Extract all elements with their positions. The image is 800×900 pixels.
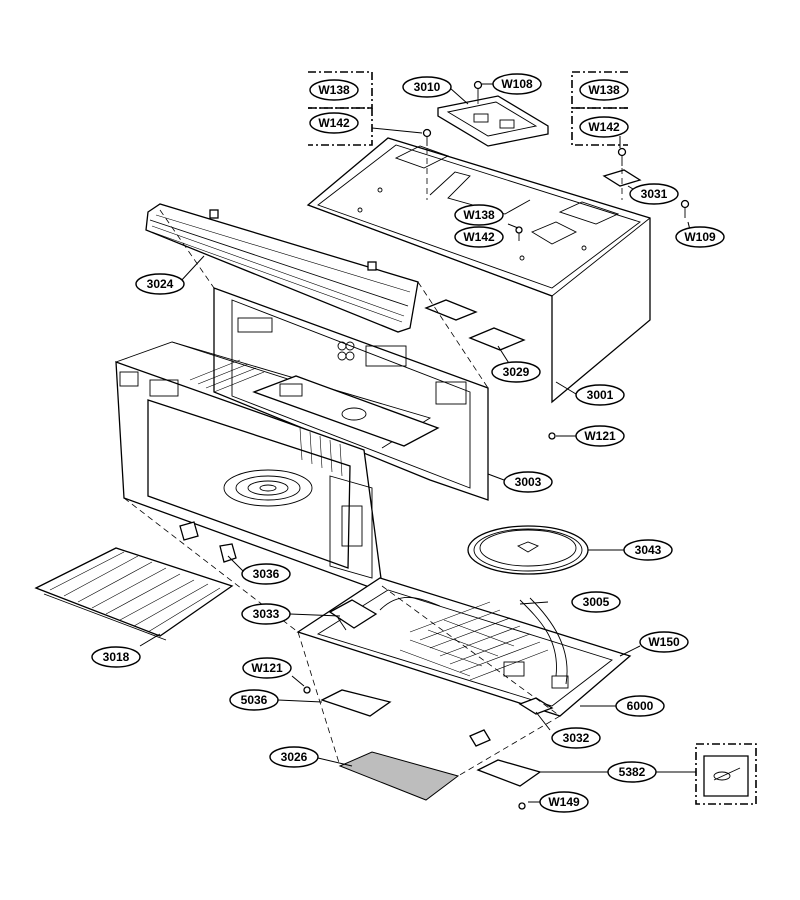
callout-w142-mid: W142 bbox=[454, 226, 504, 248]
front-frame bbox=[115, 341, 440, 589]
part-3043-turntable bbox=[467, 525, 589, 575]
callout-w142-left: W142 bbox=[309, 112, 359, 134]
svg-text:3029: 3029 bbox=[503, 365, 530, 379]
callout-3031: 3031 bbox=[629, 183, 679, 205]
svg-text:W149: W149 bbox=[548, 795, 580, 809]
svg-text:3005: 3005 bbox=[583, 595, 610, 609]
callout-3024: 3024 bbox=[135, 273, 185, 295]
screw-w121-bottom bbox=[303, 686, 311, 694]
svg-text:3026: 3026 bbox=[281, 750, 308, 764]
screw-w142-left bbox=[422, 128, 432, 146]
part-3032-bracket bbox=[518, 697, 554, 715]
callout-w109: W109 bbox=[675, 226, 725, 248]
callout-3033: 3033 bbox=[241, 603, 291, 625]
screw-w149 bbox=[518, 802, 526, 810]
part-6000-base bbox=[296, 577, 632, 717]
callout-3032: 3032 bbox=[551, 727, 601, 749]
svg-text:3003: 3003 bbox=[515, 475, 542, 489]
part-3018-rack bbox=[34, 547, 234, 641]
part-3029-brackets bbox=[424, 299, 526, 351]
svg-text:5036: 5036 bbox=[241, 693, 268, 707]
svg-text:5382: 5382 bbox=[619, 765, 646, 779]
part-3003-cavity bbox=[213, 287, 489, 501]
screw-w142-mid bbox=[515, 226, 523, 241]
svg-text:W138: W138 bbox=[463, 208, 495, 222]
svg-text:3031: 3031 bbox=[641, 187, 668, 201]
callout-3005: 3005 bbox=[571, 591, 621, 613]
svg-text:W138: W138 bbox=[318, 83, 350, 97]
svg-text:W121: W121 bbox=[584, 429, 616, 443]
reference-box-5382 bbox=[695, 743, 757, 805]
svg-text:W108: W108 bbox=[501, 77, 533, 91]
svg-text:3010: 3010 bbox=[414, 80, 441, 94]
part-5382-lamp-cover bbox=[469, 729, 542, 787]
svg-text:3043: 3043 bbox=[635, 543, 662, 557]
callout-5036: 5036 bbox=[229, 689, 279, 711]
part-3001-cabinet bbox=[306, 137, 651, 404]
reference-box-left bbox=[308, 71, 373, 146]
part-3036-latch bbox=[179, 521, 237, 563]
svg-text:W150: W150 bbox=[648, 635, 680, 649]
svg-text:6000: 6000 bbox=[627, 699, 654, 713]
callout-3026: 3026 bbox=[269, 746, 319, 768]
svg-text:W142: W142 bbox=[588, 120, 620, 134]
part-3033-switch bbox=[328, 599, 378, 631]
callout-3018: 3018 bbox=[91, 646, 141, 668]
svg-text:W121: W121 bbox=[251, 661, 283, 675]
leader-lines bbox=[139, 83, 696, 803]
svg-text:W109: W109 bbox=[684, 230, 716, 244]
screw-w108 bbox=[473, 80, 483, 98]
reference-box-right bbox=[571, 71, 628, 146]
callout-5382: 5382 bbox=[607, 761, 657, 783]
svg-text:3036: 3036 bbox=[253, 567, 280, 581]
callout-3036: 3036 bbox=[241, 563, 291, 585]
svg-text:W142: W142 bbox=[318, 116, 350, 130]
svg-text:3001: 3001 bbox=[587, 388, 614, 402]
svg-text:3032: 3032 bbox=[563, 731, 590, 745]
svg-text:3024: 3024 bbox=[147, 277, 174, 291]
callout-w121-top: W121 bbox=[575, 425, 625, 447]
part-5036-cover bbox=[320, 689, 392, 717]
svg-text:3033: 3033 bbox=[253, 607, 280, 621]
callout-3010: 3010 bbox=[402, 76, 452, 98]
screw-w109 bbox=[680, 199, 690, 218]
callout-6000: 6000 bbox=[615, 695, 665, 717]
callout-3043: 3043 bbox=[623, 539, 673, 561]
svg-text:W138: W138 bbox=[588, 83, 620, 97]
callout-w142-right: W142 bbox=[579, 116, 629, 138]
screw-w121-top bbox=[548, 432, 556, 440]
callout-w149: W149 bbox=[539, 791, 589, 813]
svg-text:W142: W142 bbox=[463, 230, 495, 244]
part-3026-filter bbox=[338, 751, 460, 801]
callout-w138-right: W138 bbox=[579, 79, 629, 101]
callout-w108: W108 bbox=[492, 73, 542, 95]
callout-3003: 3003 bbox=[503, 471, 553, 493]
callout-w138-mid: W138 bbox=[454, 204, 504, 226]
callout-3029: 3029 bbox=[491, 361, 541, 383]
callout-3001: 3001 bbox=[575, 384, 625, 406]
svg-text:3018: 3018 bbox=[103, 650, 130, 664]
callout-w138-left: W138 bbox=[309, 79, 359, 101]
callout-w150: W150 bbox=[639, 631, 689, 653]
part-3024-grille bbox=[145, 203, 419, 333]
part-3010-bracket bbox=[437, 95, 549, 147]
callout-w121-bottom: W121 bbox=[242, 657, 292, 679]
